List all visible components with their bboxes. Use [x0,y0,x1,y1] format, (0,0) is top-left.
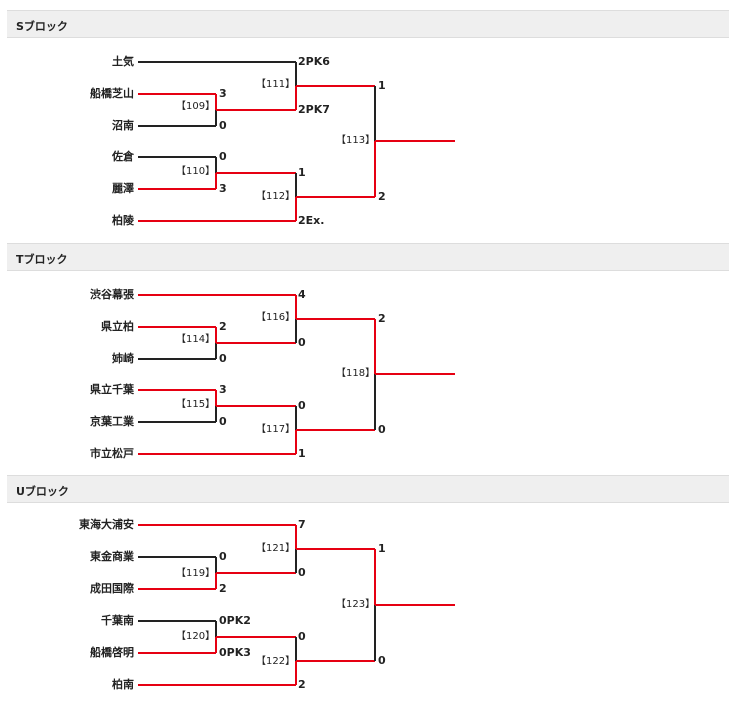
score: 7 [298,518,306,531]
match-number: 【114】 [176,334,216,345]
score: 1 [298,166,306,179]
bracket-block-u: Uブロック 東海大浦安 東金商業 成田国際 千葉南 船橋啓明 柏南 0 2 【1… [0,475,736,700]
score: 2 [219,320,227,333]
score: 0 [219,415,227,428]
score: 4 [298,288,306,301]
score: 0 [298,399,306,412]
score: 0 [219,119,227,132]
team-name: 東金商業 [90,550,134,563]
team-name: 船橋啓明 [90,646,134,659]
team-name: 渋谷幕張 [90,288,134,301]
team-name: 成田国際 [90,582,134,595]
score: 0 [219,150,227,163]
score: 0 [298,566,306,579]
score: 0 [378,423,386,436]
score: 2 [378,312,386,325]
team-name: 佐倉 [112,150,134,163]
score: 2PK6 [298,55,330,68]
match-number: 【118】 [336,368,376,379]
match-number: 【109】 [176,101,216,112]
match-number: 【110】 [176,166,216,177]
team-name: 柏南 [112,678,134,691]
score: 0PK3 [219,646,251,659]
block-title: Uブロック [16,485,69,498]
match-number: 【115】 [176,399,216,410]
score: 2PK7 [298,103,330,116]
match-number: 【122】 [256,656,296,667]
team-name: 土気 [112,55,134,68]
bracket-block-t: Tブロック 渋谷幕張 県立柏 姉崎 県立千葉 京葉工業 市立松戸 2 0 【11… [0,243,736,468]
team-name: 柏陵 [112,214,134,227]
team-name: 東海大浦安 [79,518,134,531]
score: 0 [298,336,306,349]
team-name: 県立千葉 [90,383,134,396]
block-header: Tブロック [7,243,729,271]
block-title: Tブロック [16,253,68,266]
score: 0PK2 [219,614,251,627]
team-name: 県立柏 [101,320,134,333]
team-name: 千葉南 [101,614,134,627]
score: 2 [378,190,386,203]
team-name: 市立松戸 [90,447,134,460]
team-name: 船橋芝山 [90,87,134,100]
score: 1 [378,79,386,92]
match-number: 【121】 [256,543,296,554]
score: 2 [219,582,227,595]
bracket-block-s: Sブロック 土気 船橋芝山 沼南 佐倉 麗澤 柏陵 3 0 【109】 [0,10,736,235]
match-number: 【111】 [256,79,296,90]
match-number: 【120】 [176,631,216,642]
team-name: 沼南 [112,119,134,132]
team-name: 麗澤 [112,182,134,195]
score: 1 [378,542,386,555]
score: 0 [298,630,306,643]
match-number: 【112】 [256,191,296,202]
score: 3 [219,383,227,396]
score: 2 [298,678,306,691]
score: 0 [219,550,227,563]
score: 3 [219,182,227,195]
match-number: 【119】 [176,568,216,579]
score: 0 [378,654,386,667]
block-header: Uブロック [7,475,729,503]
score: 1 [298,447,306,460]
match-number: 【116】 [256,312,296,323]
match-number: 【117】 [256,424,296,435]
bracket-lines [138,61,455,222]
score: 2Ex. [298,214,325,227]
score: 0 [219,352,227,365]
block-header: Sブロック [7,10,729,38]
team-name: 京葉工業 [90,415,134,428]
block-title: Sブロック [16,20,68,33]
team-name: 姉崎 [112,352,134,365]
bracket-lines [138,524,455,686]
match-number: 【123】 [336,599,376,610]
match-number: 【113】 [336,135,376,146]
bracket-lines [138,294,455,455]
score: 3 [219,87,227,100]
